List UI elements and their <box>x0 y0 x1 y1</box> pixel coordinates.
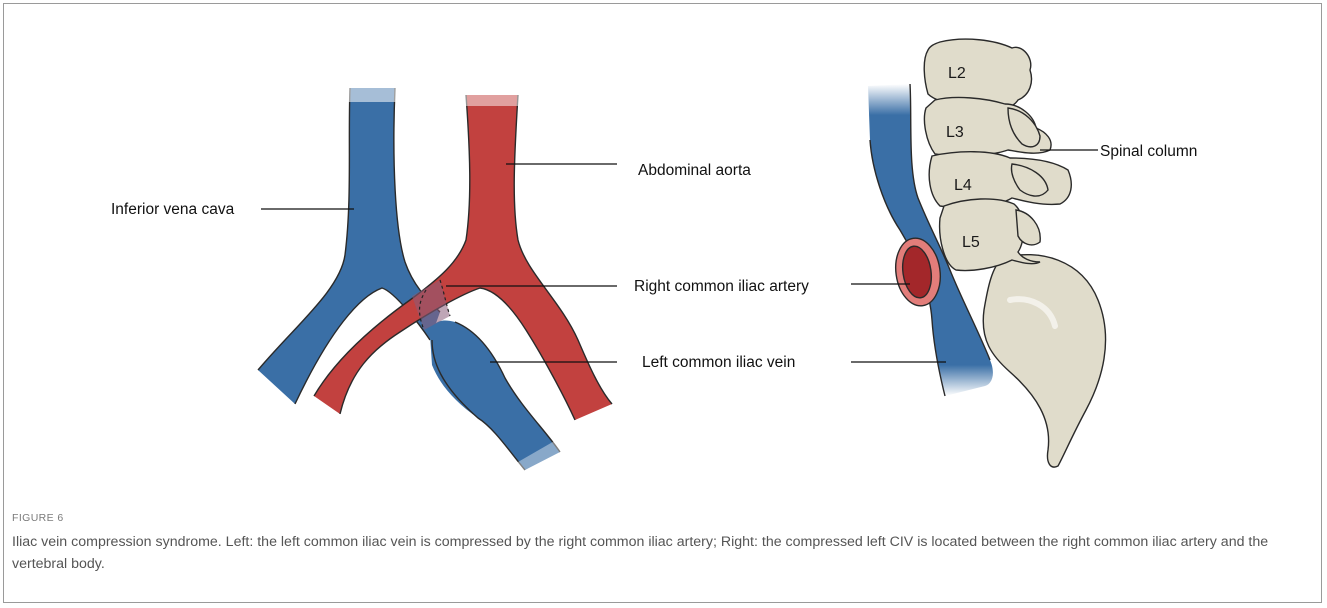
label-ivc: Inferior vena cava <box>111 201 235 218</box>
figure-label: FIGURE 6 <box>12 512 64 524</box>
sacrum <box>983 255 1105 467</box>
label-vertebra-l5: L5 <box>962 234 980 251</box>
label-spine: Spinal column <box>1100 143 1197 160</box>
label-vertebra-l3: L3 <box>946 124 964 141</box>
label-vertebra-l4: L4 <box>954 177 972 194</box>
label-rcia: Right common iliac artery <box>634 278 809 295</box>
label-vertebra-l2: L2 <box>948 65 966 82</box>
label-aorta: Abdominal aorta <box>638 162 751 179</box>
figure-caption: Iliac vein compression syndrome. Left: t… <box>12 531 1302 575</box>
label-lciv: Left common iliac vein <box>642 354 795 371</box>
